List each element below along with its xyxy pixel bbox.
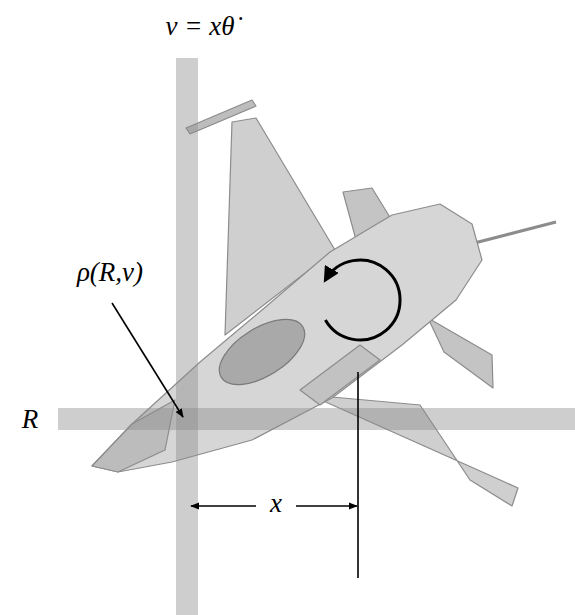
distance-label: x bbox=[270, 489, 282, 519]
intake bbox=[300, 345, 380, 405]
axis-line bbox=[357, 372, 359, 578]
horizontal-band bbox=[58, 408, 575, 430]
dimension-arrow bbox=[191, 505, 256, 507]
fuselage bbox=[92, 204, 482, 472]
dimension-arrow bbox=[296, 505, 357, 507]
vertical-band bbox=[176, 58, 198, 615]
range-label: R bbox=[22, 405, 39, 435]
canopy bbox=[209, 306, 316, 398]
leader-arrow bbox=[112, 303, 183, 417]
jet-picture bbox=[92, 100, 556, 506]
density-label: ρ(R,v) bbox=[77, 258, 143, 288]
velocity-formula: v = xθ̇ bbox=[166, 12, 235, 42]
rotation-arrow bbox=[325, 260, 400, 340]
lower-stabilizer bbox=[428, 318, 493, 388]
